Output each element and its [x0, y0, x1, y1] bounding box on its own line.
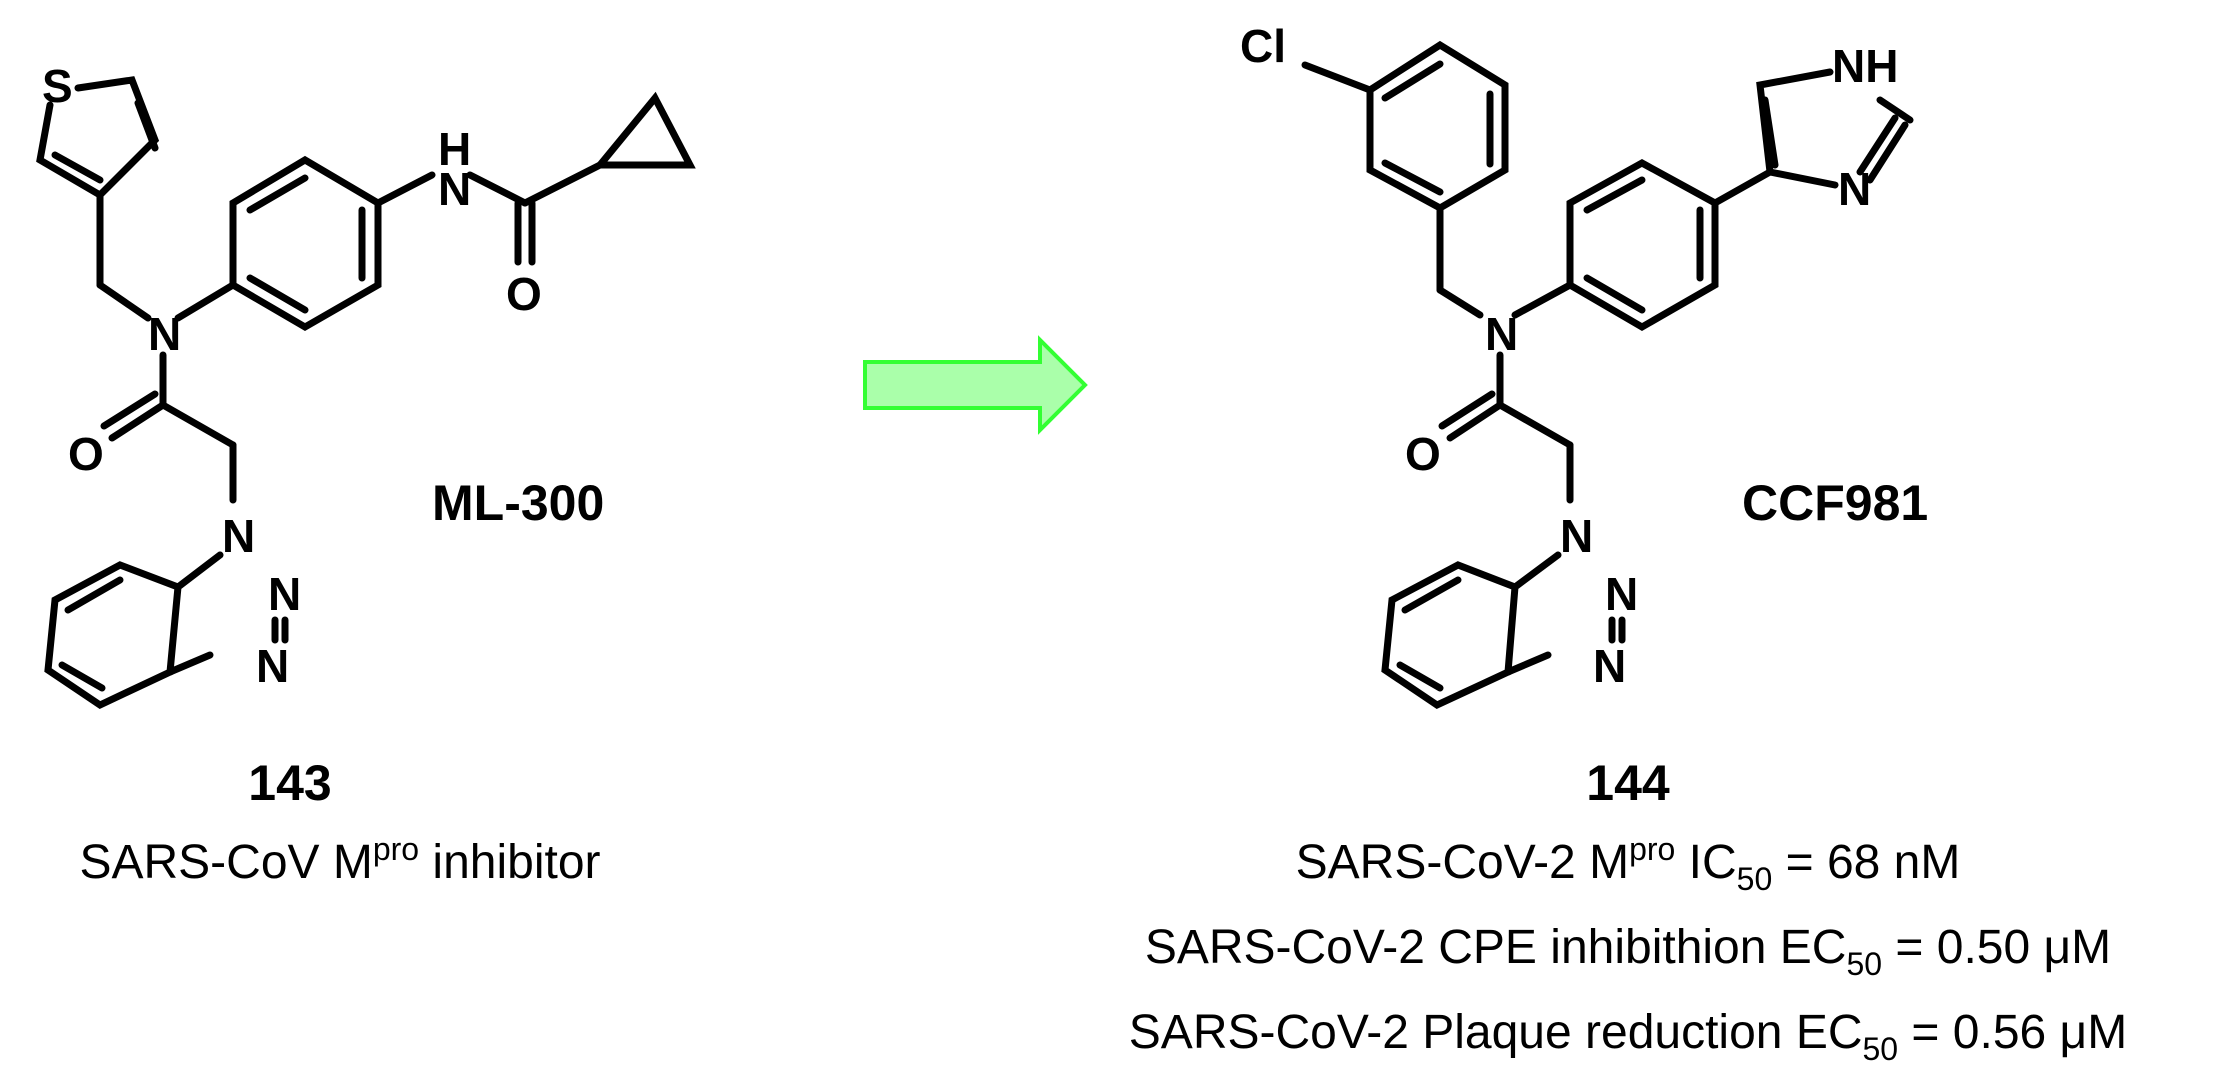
compound-code-ccf981: CCF981: [1742, 475, 1928, 531]
phenyl-ring-left: [229, 155, 382, 332]
structure-ml300: S N H N O O N N N: [36, 60, 696, 710]
triazole-n3-atom: N: [1593, 640, 1626, 692]
thiophene-ring: [36, 76, 160, 200]
amide-nitrogen-atom: N: [148, 308, 181, 360]
sulfur-atom: S: [42, 60, 73, 112]
structure-ccf981: Cl N NH N O N N N: [1240, 20, 1914, 710]
amide-h-atom: H: [438, 123, 471, 175]
imidazole-n-atom: N: [1838, 163, 1871, 215]
transformation-arrow: [863, 335, 1088, 435]
phenyl-ring-right: [1566, 159, 1719, 332]
compound-code-ml300: ML-300: [432, 475, 604, 531]
compound-number-144: 144: [1586, 755, 1670, 811]
triazole-n2-atom: N: [1605, 568, 1638, 620]
oxygen-atom: O: [1405, 428, 1441, 480]
triazole-n2-atom: N: [268, 568, 301, 620]
benzotriazole-right: [1381, 551, 1562, 710]
cyclopropyl-ring: [592, 91, 696, 169]
chlorophenyl-ring: [1366, 40, 1509, 213]
imidazole-nh-atom: NH: [1832, 40, 1898, 92]
imidazole-ring: [1756, 68, 1834, 176]
carbonyl-oxygen-atom: O: [506, 268, 542, 320]
benzotriazole-left: [44, 551, 224, 710]
compound-143-caption: SARS-CoV Mpro inhibitor: [79, 831, 600, 889]
plaque-ec50-line: SARS-CoV-2 Plaque reduction EC50 = 0.56 …: [1129, 1006, 2127, 1067]
cpe-ec50-line: SARS-CoV-2 CPE inhibithion EC50 = 0.50 μ…: [1145, 921, 2111, 982]
triazole-n1-atom: N: [1560, 510, 1593, 562]
triazole-n3-atom: N: [256, 640, 289, 692]
triazole-n1-atom: N: [222, 510, 255, 562]
compound-number-143: 143: [248, 755, 331, 811]
chlorine-atom: Cl: [1240, 20, 1286, 72]
mpro-ic50-line: SARS-CoV-2 Mpro IC50 = 68 nM: [1296, 831, 1961, 897]
amine-nitrogen-atom: N: [438, 163, 471, 215]
oxygen-atom: O: [68, 428, 104, 480]
amide-nitrogen-atom: N: [1485, 308, 1518, 360]
